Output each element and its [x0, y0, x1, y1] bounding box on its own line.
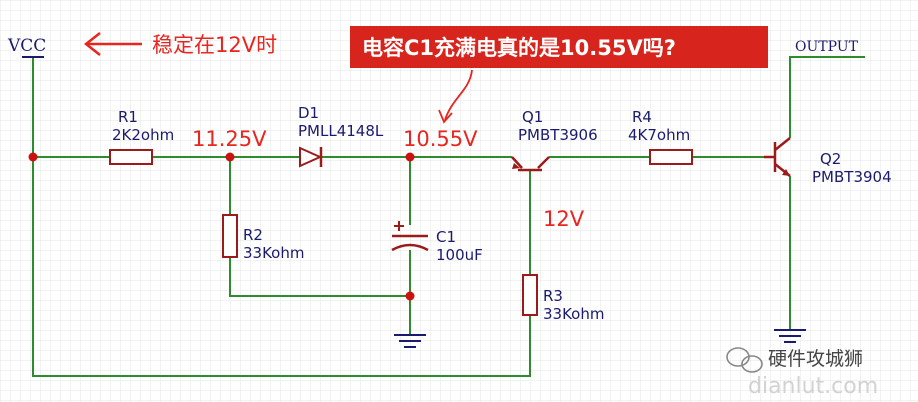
c1-capacitor [391, 221, 429, 252]
c1-ref: C1 [436, 228, 456, 246]
q2-transistor [764, 137, 791, 177]
r2-value: 33Kohm [243, 244, 304, 262]
q1-ref: Q1 [522, 108, 543, 126]
vcc-note: 稳定在12V时 [152, 33, 277, 57]
r1-value: 2K2ohm [112, 126, 174, 144]
r3-body [522, 274, 538, 316]
junction-vcc [28, 152, 38, 162]
c1-value: 100uF [436, 246, 483, 264]
r4-ref: R4 [632, 108, 652, 126]
r4-value: 4K7ohm [628, 126, 690, 144]
c1-ground-symbol [394, 334, 426, 348]
q2-value: PMBT3904 [812, 168, 892, 186]
q2-ref: Q2 [820, 150, 841, 168]
banner-arrow [438, 69, 473, 124]
q1-value: PMBT3906 [518, 126, 598, 144]
watermark-site: dianlut.com [748, 374, 878, 399]
r1-body [109, 149, 153, 165]
d1-value: PMLL4148L [298, 122, 384, 140]
wire-r2-bottom [229, 257, 410, 297]
voltage-q1-base: 12V [543, 207, 585, 231]
banner-text: 电容C1充满电真的是10.55V吗? [362, 36, 676, 60]
vcc-symbol: VCC [7, 36, 46, 58]
watermark: 硬件攻城狮 dianlut.com [726, 347, 878, 399]
r3-value: 33Kohm [543, 305, 604, 323]
r3-ref: R3 [543, 287, 563, 305]
voltage-r1-node: 11.25V [192, 127, 267, 151]
r2-ref: R2 [243, 226, 263, 244]
wire-vcc-left [32, 58, 531, 377]
q1-transistor [511, 156, 550, 172]
r1-ref: R1 [118, 108, 138, 126]
junction-r2-c1 [405, 291, 415, 301]
banner-box [350, 26, 768, 68]
wechat-icon [726, 347, 763, 373]
d1-ref: D1 [298, 104, 319, 122]
r2-body [222, 214, 238, 258]
output-label: OUTPUT [795, 39, 859, 55]
voltage-c1-node: 10.55V [403, 127, 478, 151]
junctions [28, 152, 415, 301]
d1-diode [299, 146, 323, 168]
r4-body [649, 149, 693, 165]
q2-ground-symbol [774, 329, 806, 343]
vcc-label: VCC [7, 36, 46, 56]
junction-c1 [405, 152, 415, 162]
wire-output [789, 56, 865, 138]
vcc-arrow [83, 32, 142, 56]
watermark-brand: 硬件攻城狮 [768, 348, 863, 370]
junction-r2 [225, 152, 235, 162]
